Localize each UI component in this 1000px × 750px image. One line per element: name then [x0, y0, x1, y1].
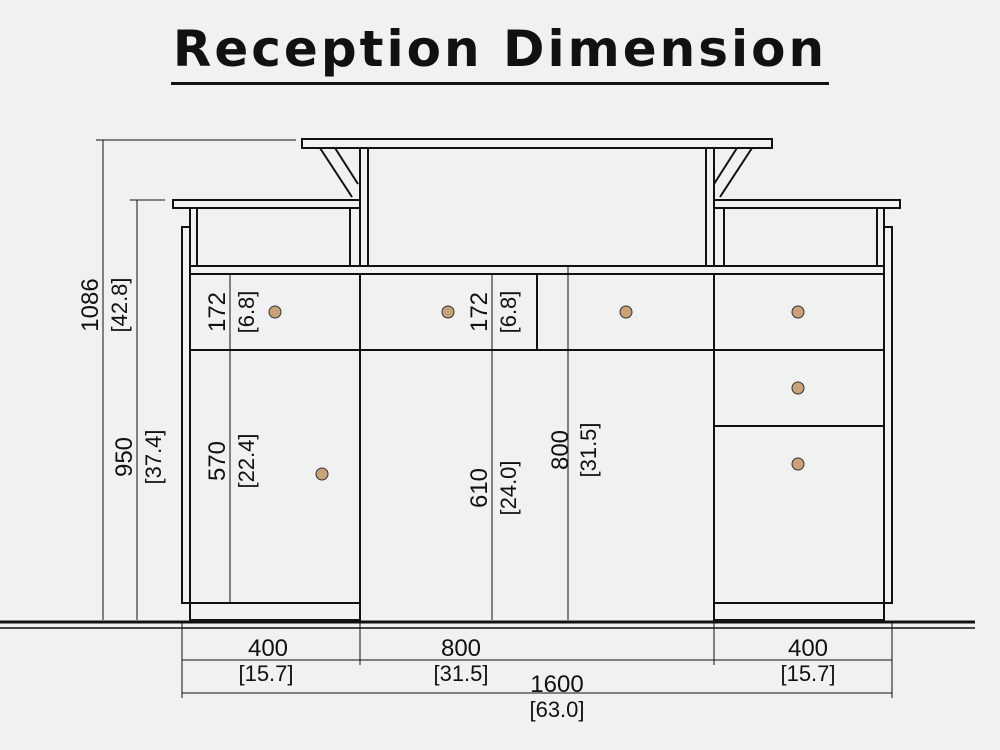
total-width-inch-label: [63.0] — [529, 697, 584, 722]
total-height-label: 1086 — [77, 278, 104, 331]
title-text: Reception Dimension — [170, 18, 830, 85]
center-drawer-inch-label: [6.8] — [496, 291, 521, 334]
left-door-label: 570 — [204, 441, 231, 481]
center-uprights — [359, 148, 715, 266]
side-height-inch-label: [37.4] — [141, 429, 166, 484]
knob-icon — [791, 305, 805, 319]
total-width-label: 1600 — [530, 671, 583, 698]
knobs — [268, 305, 805, 481]
top-counter — [301, 138, 773, 198]
knob-icon — [441, 305, 455, 319]
side-height-label: 950 — [111, 437, 138, 477]
knob-icon — [315, 467, 329, 481]
right-width-inch-label: [15.7] — [780, 661, 835, 686]
floor-line — [0, 620, 975, 629]
total-height-inch-label: [42.8] — [107, 277, 132, 332]
counter-height-inch-label: [31.5] — [576, 422, 601, 477]
left-door-inch-label: [22.4] — [234, 433, 259, 488]
side-shelves — [172, 199, 901, 266]
center-door-label: 610 — [466, 468, 493, 508]
center-door-inch-label: [24.0] — [496, 460, 521, 515]
left-drawer-inch-label: [6.8] — [234, 291, 259, 334]
counter-height-label: 800 — [547, 430, 574, 470]
knob-icon — [268, 305, 282, 319]
left-drawer-label: 172 — [204, 292, 231, 332]
center-width-inch-label: [31.5] — [433, 661, 488, 686]
vertical-dimension-lines — [96, 139, 569, 620]
center-drawer-label: 172 — [466, 292, 493, 332]
knob-icon — [619, 305, 633, 319]
horizontal-dimension-lines — [181, 622, 893, 698]
knob-icon — [791, 381, 805, 395]
left-width-label: 400 — [248, 635, 288, 662]
right-width-label: 400 — [788, 635, 828, 662]
left-width-inch-label: [15.7] — [238, 661, 293, 686]
center-width-label: 800 — [441, 635, 481, 662]
drawing-title: Reception Dimension — [0, 18, 1000, 85]
cabinet-body — [181, 226, 893, 621]
knob-icon — [791, 457, 805, 471]
